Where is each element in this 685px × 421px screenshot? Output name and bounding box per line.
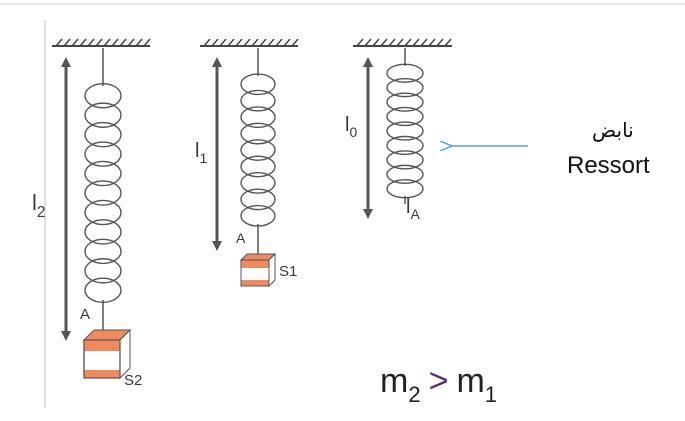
label-mass-s2: S2: [124, 372, 143, 389]
label-mass-s1: S1: [279, 263, 298, 280]
spring-s1: [240, 48, 276, 254]
ceiling-3: [353, 38, 452, 47]
label-l1: l1: [195, 140, 208, 167]
label-l2: l2: [32, 190, 46, 221]
ceiling-1: [52, 38, 151, 47]
mass-s1-box: [239, 252, 277, 288]
mass-s2-box: [82, 328, 132, 380]
mass-relation: m2>m1: [380, 362, 498, 407]
callout-arabic: نابض: [592, 118, 634, 142]
label-point-a-2: A: [80, 306, 91, 323]
callout-ressort: Ressort: [567, 152, 650, 179]
label-point-a-1: A: [236, 230, 246, 246]
spring-unloaded: [386, 48, 424, 204]
label-la: lA: [406, 196, 420, 223]
label-l0: l0: [345, 114, 358, 141]
ceiling-2: [200, 38, 299, 47]
spring-s2: [84, 48, 122, 330]
